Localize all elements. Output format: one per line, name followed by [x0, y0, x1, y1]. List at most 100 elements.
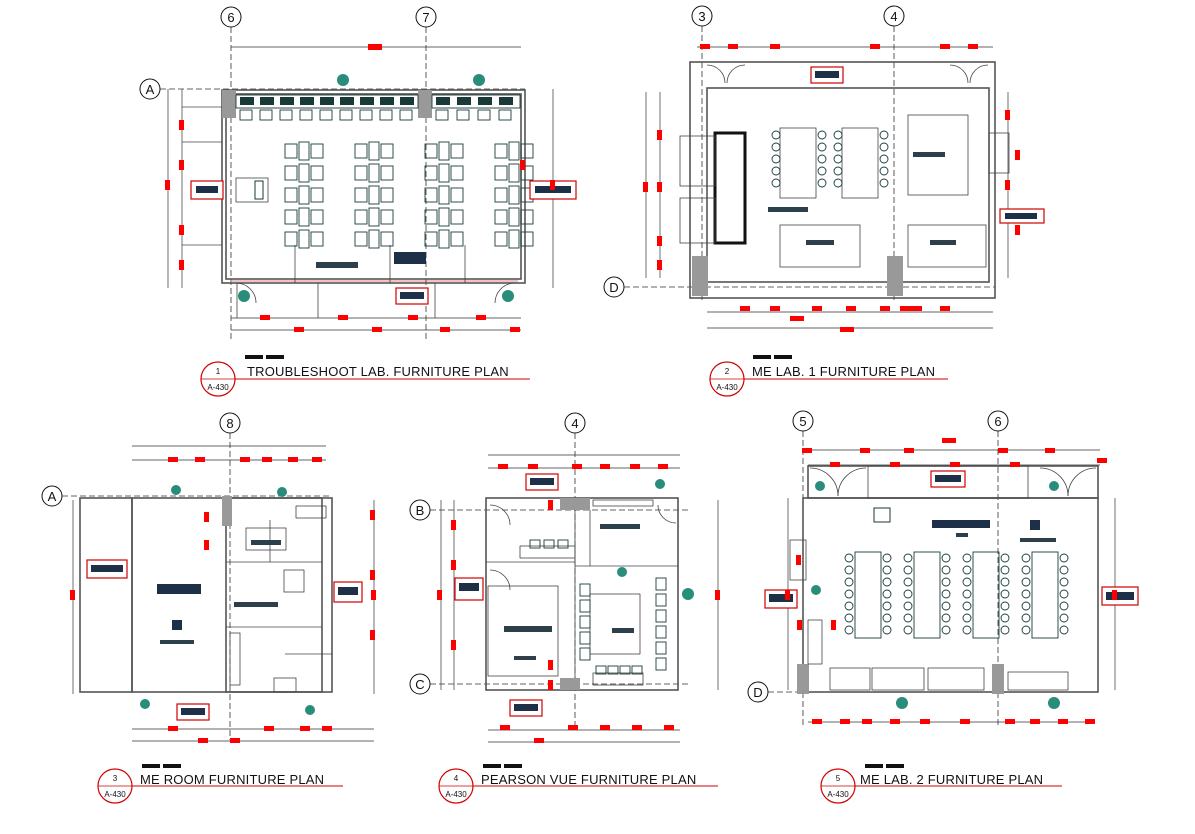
chair-icon — [1000, 565, 1010, 575]
chair-icon — [844, 565, 854, 575]
chair-icon — [882, 565, 892, 575]
chair-icon — [498, 109, 512, 121]
chair-icon — [903, 553, 913, 563]
desk-icon — [368, 207, 380, 227]
chair-icon — [310, 143, 324, 159]
door-tag-icon — [811, 585, 821, 595]
door-tag-icon — [1048, 697, 1060, 709]
chair-icon — [456, 109, 470, 121]
chair-icon — [1059, 565, 1069, 575]
chair-icon — [941, 601, 951, 611]
svg-text:A-430: A-430 — [716, 383, 738, 392]
desk-icon — [298, 207, 310, 227]
chair-icon — [399, 109, 413, 121]
chair-icon — [844, 553, 854, 563]
desk-icon — [438, 229, 450, 249]
svg-text:A: A — [146, 82, 155, 97]
chair-icon — [579, 583, 591, 597]
monitor-icon — [320, 97, 334, 105]
door-tag-icon — [655, 479, 665, 489]
chair-icon — [941, 613, 951, 623]
chair-icon — [771, 166, 781, 176]
chair-icon — [354, 165, 368, 181]
chair-icon — [1059, 601, 1069, 611]
chair-icon — [354, 143, 368, 159]
plan-title: ME LAB. 2 FURNITURE PLAN — [860, 772, 1043, 787]
chair-icon — [354, 187, 368, 203]
chair-icon — [424, 187, 438, 203]
plan-me-lab-2: 5 6 D — [747, 410, 1139, 728]
chair-icon — [817, 142, 827, 152]
grid-bubble-8: 8 — [219, 412, 241, 434]
svg-text:5: 5 — [799, 414, 806, 429]
chair-icon — [941, 565, 951, 575]
chair-icon — [1021, 625, 1031, 635]
svg-text:6: 6 — [227, 10, 234, 25]
svg-text:A-430: A-430 — [827, 790, 849, 799]
chair-icon — [310, 165, 324, 181]
chair-icon — [962, 589, 972, 599]
chair-icon — [424, 209, 438, 225]
chair-icon — [319, 109, 333, 121]
chair-icon — [579, 615, 591, 629]
chair-icon — [435, 109, 449, 121]
chair-icon — [1059, 589, 1069, 599]
chair-icon — [1021, 601, 1031, 611]
monitor-icon — [400, 97, 414, 105]
chair-icon — [494, 165, 508, 181]
chair-icon — [477, 109, 491, 121]
chair-icon — [844, 589, 854, 599]
chair-icon — [520, 231, 534, 247]
svg-text:3: 3 — [698, 9, 705, 24]
chair-icon — [631, 665, 643, 675]
chair-icon — [771, 154, 781, 164]
monitor-icon — [240, 97, 254, 105]
chair-icon — [1000, 553, 1010, 563]
chair-icon — [833, 142, 843, 152]
title-block-3: 3 A-430 ME ROOM FURNITURE PLAN — [97, 764, 343, 804]
chair-icon — [844, 625, 854, 635]
chair-icon — [962, 553, 972, 563]
grid-bubble-a: A — [139, 78, 161, 100]
chair-icon — [962, 577, 972, 587]
svg-text:A-430: A-430 — [207, 383, 229, 392]
chair-icon — [557, 539, 569, 549]
chair-icon — [424, 165, 438, 181]
chair-icon — [424, 143, 438, 159]
chair-icon — [941, 553, 951, 563]
chair-icon — [941, 577, 951, 587]
chair-icon — [962, 625, 972, 635]
desk-icon — [508, 207, 520, 227]
chair-icon — [771, 130, 781, 140]
desk-icon — [508, 185, 520, 205]
svg-text:7: 7 — [422, 10, 429, 25]
monitor-icon — [280, 97, 294, 105]
chair-icon — [529, 539, 541, 549]
monitor-icon — [300, 97, 314, 105]
desk-icon — [368, 141, 380, 161]
plan-title: ME ROOM FURNITURE PLAN — [140, 772, 324, 787]
chair-icon — [962, 613, 972, 623]
lab-table — [854, 551, 882, 639]
svg-text:D: D — [753, 685, 762, 700]
chair-icon — [817, 130, 827, 140]
chair-icon — [962, 565, 972, 575]
desk-icon — [368, 185, 380, 205]
desk-icon — [298, 185, 310, 205]
desk-icon — [368, 229, 380, 249]
chair-icon — [941, 625, 951, 635]
chair-icon — [903, 613, 913, 623]
plan-title: TROUBLESHOOT LAB. FURNITURE PLAN — [247, 364, 509, 379]
chair-icon — [494, 187, 508, 203]
chair-icon — [1059, 577, 1069, 587]
chair-icon — [655, 657, 667, 671]
chair-icon — [595, 665, 607, 675]
monitor-icon — [340, 97, 354, 105]
chair-icon — [607, 665, 619, 675]
chair-icon — [771, 142, 781, 152]
svg-text:C: C — [415, 677, 424, 692]
grid-bubble-b: B — [409, 499, 431, 521]
grid-bubble-d-2: D — [747, 681, 769, 703]
chair-icon — [882, 601, 892, 611]
